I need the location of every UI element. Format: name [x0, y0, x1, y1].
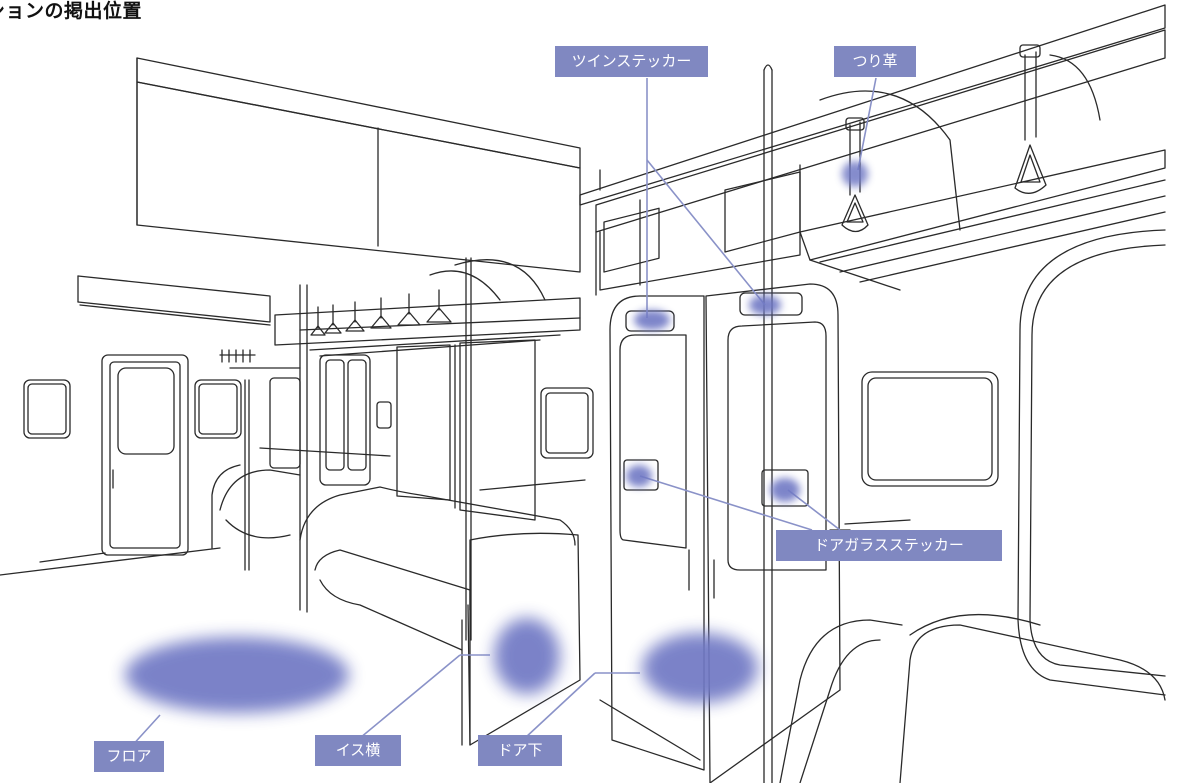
door-glass-sticker-label: ドアガラスステッカー [776, 530, 1002, 561]
leader-lines [129, 77, 877, 749]
seat-side-label: イス横 [315, 735, 401, 766]
twin-sticker-label: ツインステッカー [555, 46, 708, 77]
door-bottom-label: ドア下 [478, 735, 562, 766]
page-title: ションの掲出位置 [0, 0, 143, 22]
floor-label: フロア [94, 741, 164, 772]
strap-label: つり革 [834, 46, 916, 77]
highlight-spots [125, 161, 868, 713]
